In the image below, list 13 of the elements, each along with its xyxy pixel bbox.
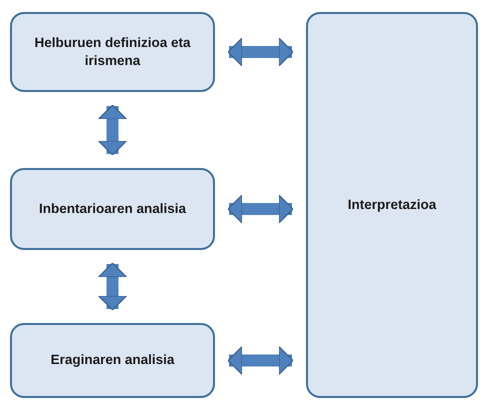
- box-label: Eraginaren analisia: [50, 351, 174, 370]
- double-arrow: [228, 194, 294, 224]
- box-label: Inbentarioaren analisia: [38, 200, 186, 218]
- box-label: Helburuen definizioa eta irismena: [33, 34, 192, 70]
- process-box: [10, 323, 215, 398]
- double-arrow: [228, 346, 294, 375]
- phase-panel: [306, 12, 478, 398]
- double-arrow: [228, 38, 294, 66]
- box-label: Interpretazioa: [348, 196, 436, 214]
- double-arrow: [98, 262, 127, 310]
- double-arrow: [98, 104, 127, 156]
- process-box: [10, 12, 215, 92]
- process-box: [10, 168, 215, 250]
